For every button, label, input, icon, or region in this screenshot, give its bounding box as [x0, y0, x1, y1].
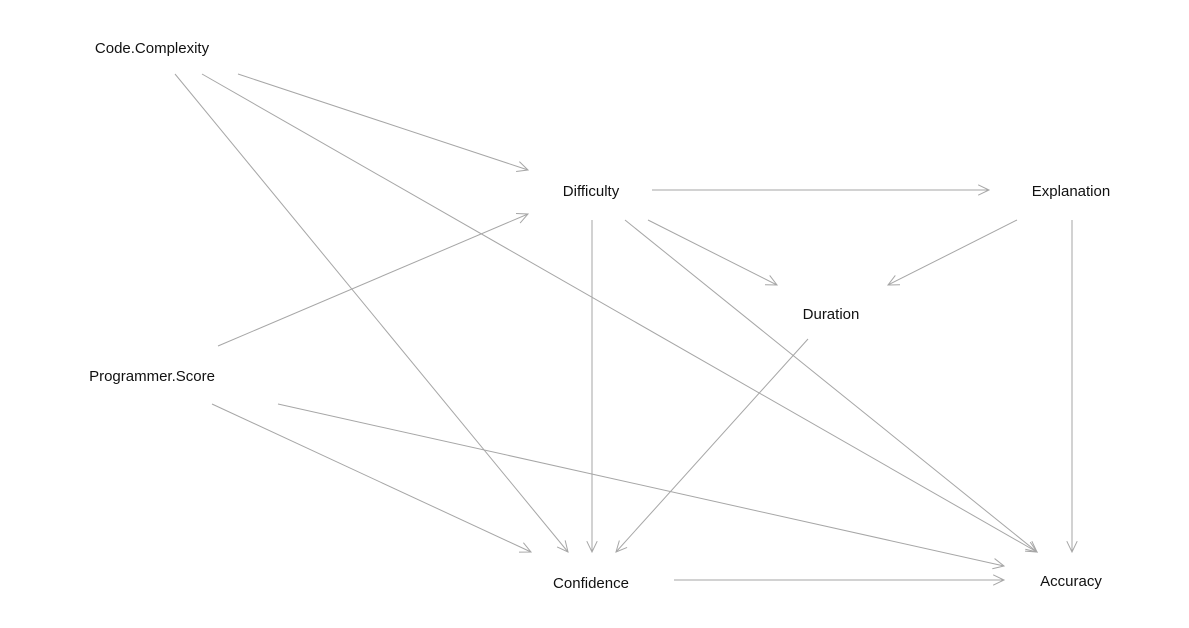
node-confidence: Confidence	[553, 575, 629, 592]
node-duration: Duration	[803, 306, 860, 323]
arrowhead-icon	[1066, 540, 1078, 554]
arrowhead-icon	[992, 574, 1006, 586]
arrowhead-icon	[556, 540, 569, 553]
edge-programmer-score-to-confidence	[211, 403, 533, 553]
edge-confidence-to-accuracy	[674, 574, 1006, 586]
edge-difficulty-to-explanation	[652, 184, 991, 196]
arrowhead-icon	[518, 542, 533, 553]
edge-line	[887, 219, 1018, 286]
arrowhead-icon	[586, 540, 598, 554]
edge-line	[647, 219, 778, 286]
labels-layer: Code.Complexity Difficulty Explanation D…	[89, 40, 1110, 592]
arrowhead-icon	[977, 184, 991, 196]
edge-line	[201, 73, 1038, 553]
edge-line	[211, 403, 532, 553]
arrowhead-icon	[992, 558, 1006, 570]
arrowhead-icon	[515, 212, 530, 224]
edge-line	[615, 338, 809, 553]
arrowhead-icon	[615, 540, 628, 553]
arrowhead-icon	[1025, 540, 1038, 553]
node-programmer-score: Programmer.Score	[89, 368, 215, 385]
node-difficulty: Difficulty	[563, 183, 620, 200]
edge-programmer-score-to-accuracy	[277, 403, 1006, 570]
edge-programmer-score-to-difficulty	[217, 212, 530, 347]
edge-line	[237, 73, 529, 171]
edge-line	[277, 403, 1005, 567]
edge-difficulty-to-duration	[647, 219, 779, 286]
edge-difficulty-to-confidence	[586, 220, 598, 554]
node-code-complexity: Code.Complexity	[95, 40, 210, 57]
edge-difficulty-to-accuracy	[624, 219, 1038, 553]
edge-line	[624, 219, 1038, 553]
node-explanation: Explanation	[1032, 183, 1110, 200]
edge-code-complexity-to-confidence	[174, 73, 569, 553]
node-accuracy: Accuracy	[1040, 573, 1102, 590]
edge-duration-to-confidence	[615, 338, 809, 553]
edges-layer	[174, 73, 1078, 586]
arrowhead-icon	[516, 161, 530, 173]
arrowhead-icon	[886, 275, 901, 286]
edge-line	[217, 213, 529, 347]
arrowhead-icon	[764, 275, 779, 286]
edge-line	[174, 73, 569, 553]
edge-code-complexity-to-difficulty	[237, 73, 530, 173]
edge-explanation-to-accuracy	[1066, 220, 1078, 554]
edge-explanation-to-duration	[886, 219, 1018, 286]
